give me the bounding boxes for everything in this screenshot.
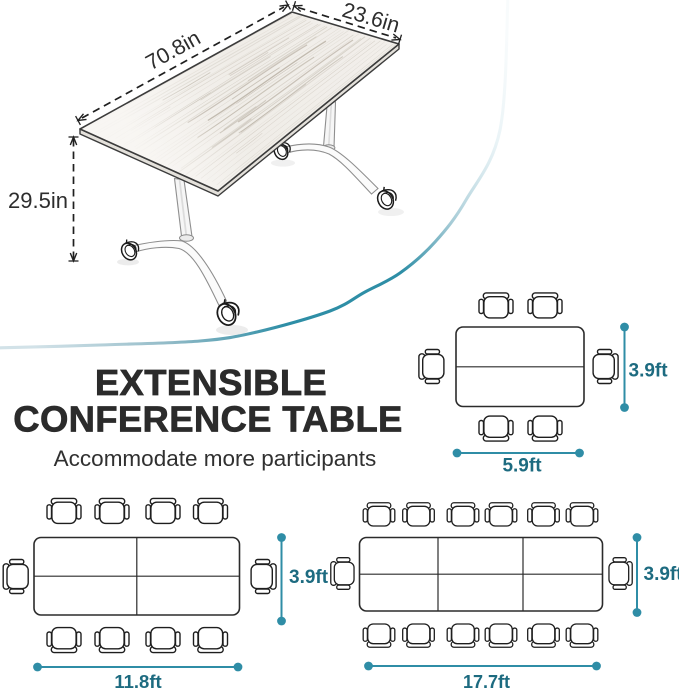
svg-text:5.9ft: 5.9ft bbox=[502, 456, 542, 477]
svg-text:EXTENSIBLE: EXTENSIBLE bbox=[95, 362, 327, 403]
svg-text:29.5in: 29.5in bbox=[8, 188, 68, 213]
svg-text:3.9ft: 3.9ft bbox=[644, 564, 679, 585]
svg-text:3.9ft: 3.9ft bbox=[629, 361, 669, 382]
svg-text:11.8ft: 11.8ft bbox=[114, 671, 161, 690]
svg-text:CONFERENCE TABLE: CONFERENCE TABLE bbox=[13, 399, 402, 440]
svg-text:Accommodate more participants: Accommodate more participants bbox=[54, 446, 377, 471]
svg-text:3.9ft: 3.9ft bbox=[289, 567, 329, 588]
svg-text:17.7ft: 17.7ft bbox=[463, 672, 510, 690]
